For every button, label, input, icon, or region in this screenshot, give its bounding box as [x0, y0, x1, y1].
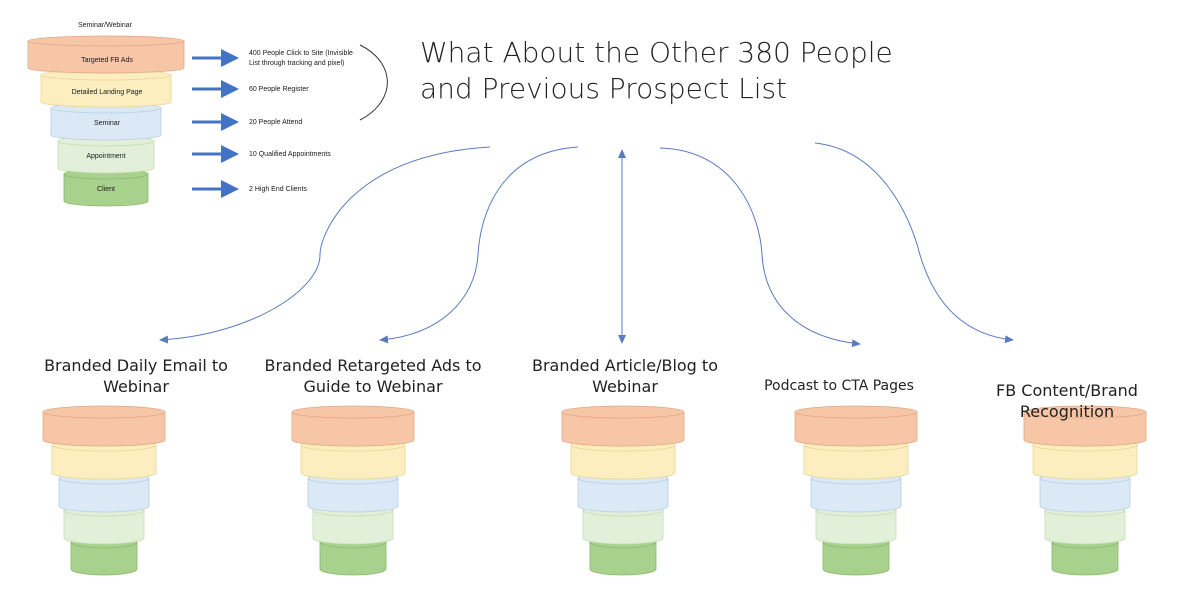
main-stage-label-landing-page: Detailed Landing Page	[71, 89, 143, 96]
channel-funnel-2-stage-0	[561, 405, 685, 447]
channel-caption-email-line2: Webinar	[103, 377, 169, 396]
channel-caption-article-line1: Branded Article/Blog to	[532, 356, 718, 375]
channel-caption-article-line2: Webinar	[592, 377, 658, 396]
main-stage-label-client: Client	[97, 186, 115, 193]
channel-caption-retargeted-ads-line2: Guide to Webinar	[303, 377, 443, 396]
channel-funnel-4	[1023, 405, 1147, 576]
channel-caption-email: Branded Daily Email to Webinar	[36, 355, 236, 397]
channel-caption-retargeted-ads: Branded Retargeted Ads to Guide to Webin…	[262, 355, 484, 397]
channel-caption-retargeted-ads-line1: Branded Retargeted Ads to	[264, 356, 482, 375]
main-funnel	[27, 35, 185, 207]
channel-funnel-2	[561, 405, 685, 576]
connector-to-email	[159, 146, 491, 344]
connector-arrows	[159, 142, 1014, 348]
stat-appointments: 10 Qualified Appointments	[249, 151, 331, 158]
channel-caption-fb-content-line1: FB Content/Brand Recognition	[996, 381, 1138, 421]
connector-to-fb-content	[814, 142, 1014, 344]
channel-caption-podcast-line1: Podcast to CTA Pages	[764, 378, 914, 394]
headline-line-2: and Previous Prospect List	[420, 72, 788, 105]
channel-funnel-0	[42, 405, 166, 576]
stat-register: 60 People Register	[249, 86, 309, 93]
channel-funnel-4-stage-0	[1023, 405, 1147, 447]
headline-line-1: What About the Other 380 People	[420, 36, 893, 69]
channel-funnel-1-stage-0	[291, 405, 415, 447]
channel-caption-email-line1: Branded Daily Email to	[44, 356, 228, 375]
channel-funnel-1	[291, 405, 415, 576]
stat-attend: 20 People Attend	[249, 119, 303, 126]
channel-funnel-3-stage-0	[794, 405, 918, 447]
channel-caption-podcast: Podcast to CTA Pages	[754, 376, 924, 397]
main-stage-label-targeted-fb-ads: Targeted FB Ads	[81, 57, 133, 64]
main-funnel-title: Seminar/Webinar	[78, 22, 132, 29]
connector-to-podcast	[659, 147, 861, 348]
connector-to-retargeted-ads	[379, 146, 579, 344]
bracket-curve	[359, 44, 388, 121]
stat-clients: 2 High End Clients	[249, 186, 307, 193]
stat-clicks: 400 People Click to Site (Invisible List…	[249, 50, 353, 67]
channel-caption-article: Branded Article/Blog to Webinar	[522, 355, 728, 397]
channel-funnel-3	[794, 405, 918, 576]
channel-funnels	[42, 405, 1147, 576]
channel-funnel-0-stage-0	[42, 405, 166, 447]
stat-arrows	[192, 49, 239, 198]
main-stage-label-appointment: Appointment	[86, 153, 126, 160]
channel-caption-fb-content: FB Content/Brand Recognition	[950, 380, 1184, 422]
main-funnel-stage-0	[27, 35, 185, 74]
main-stage-label-seminar: Seminar	[93, 120, 121, 127]
